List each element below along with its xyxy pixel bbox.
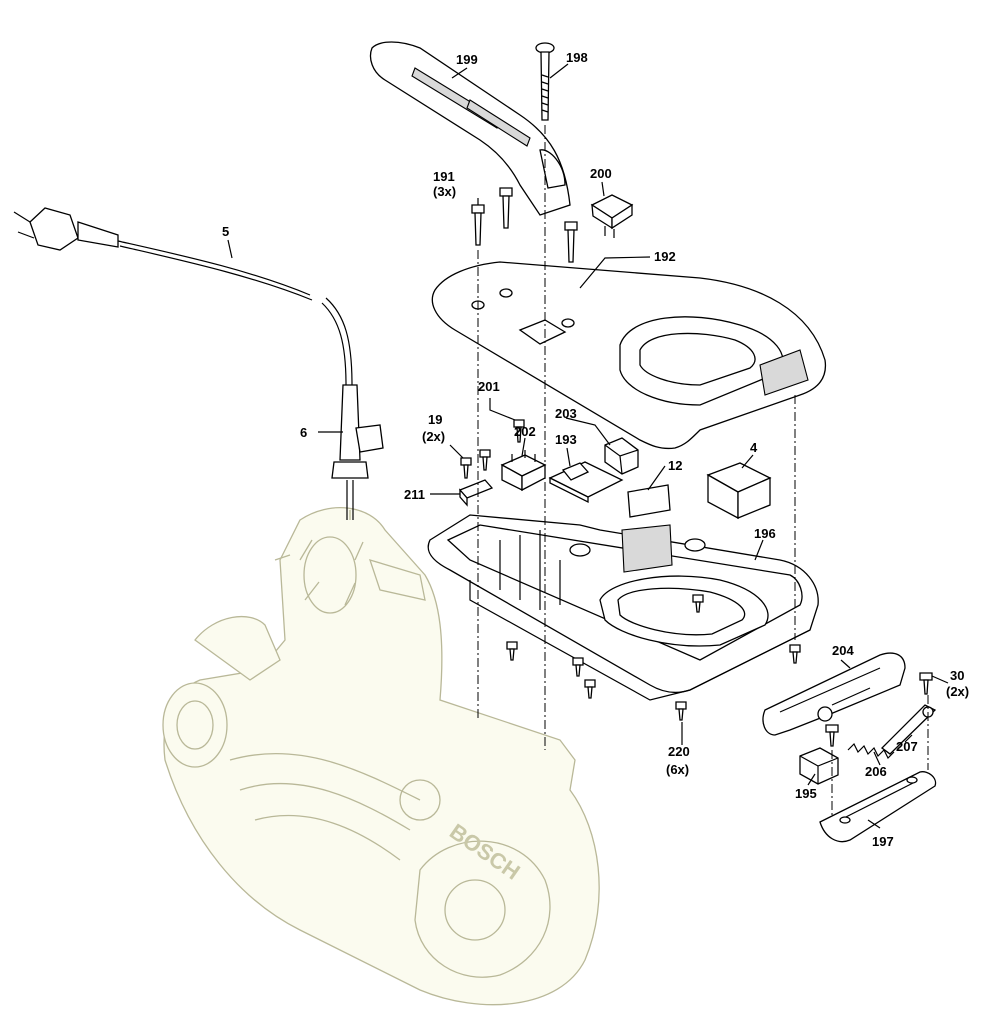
lever-part-204 — [762, 652, 906, 736]
assembly-axis-lines — [477, 125, 929, 815]
callout-211: 211 — [404, 487, 425, 502]
capacitor-part-203 — [604, 437, 639, 475]
callout-220: 220 — [668, 744, 690, 759]
callout-192: 192 — [654, 249, 676, 264]
callout-197: 197 — [872, 834, 894, 849]
screws-part-191 — [471, 187, 578, 263]
switch-part-200 — [590, 194, 634, 238]
handle-cover-part-199 — [369, 41, 571, 216]
handle-housing-part-192 — [431, 261, 827, 450]
label-part-12 — [627, 484, 671, 518]
callout-198: 198 — [566, 50, 588, 65]
power-cord-part-5 — [13, 207, 353, 386]
callout-30: 30 — [950, 668, 964, 683]
callout-207: 207 — [896, 739, 918, 754]
callout-6: 6 — [300, 425, 307, 440]
callout-202: 202 — [514, 424, 536, 439]
spring-part-206 — [847, 742, 895, 760]
screw-part-201 — [513, 419, 525, 443]
leader-lines — [227, 63, 949, 829]
callout-200: 200 — [590, 166, 612, 181]
strain-relief-part-6 — [331, 384, 384, 520]
callout-206: 206 — [865, 764, 887, 779]
callout-195: 195 — [795, 786, 817, 801]
screws-part-19 — [460, 449, 491, 479]
circuit-board-part-193 — [548, 461, 624, 504]
callout-5: 5 — [222, 224, 229, 239]
callout-199: 199 — [456, 52, 478, 67]
callout-19-qty: (2x) — [422, 429, 445, 444]
saw-body-ghost: BOSCH — [162, 507, 600, 1006]
callout-193: 193 — [555, 432, 577, 447]
callout-30-qty: (2x) — [946, 684, 969, 699]
screws-part-30 — [825, 672, 933, 747]
callout-203: 203 — [555, 406, 577, 421]
callout-labels: 199 198 191 (3x) 200 5 192 6 201 203 19 … — [222, 50, 969, 849]
callout-201: 201 — [478, 379, 500, 394]
screws-part-220 — [506, 594, 801, 721]
callout-12: 12 — [668, 458, 682, 473]
relay-part-4 — [706, 462, 772, 520]
slide-part-197 — [819, 771, 937, 843]
callout-191-qty: (3x) — [433, 184, 456, 199]
clamp-part-211 — [458, 479, 494, 507]
callout-4: 4 — [750, 440, 758, 455]
callout-204: 204 — [832, 643, 854, 658]
callout-220-qty: (6x) — [666, 762, 689, 777]
callout-196: 196 — [754, 526, 776, 541]
terminal-part-202 — [500, 450, 547, 492]
screw-part-198 — [535, 42, 555, 121]
callout-191: 191 — [433, 169, 455, 184]
callout-19: 19 — [428, 412, 442, 427]
block-part-195 — [799, 747, 839, 785]
housing-base-part-196 — [427, 514, 819, 701]
